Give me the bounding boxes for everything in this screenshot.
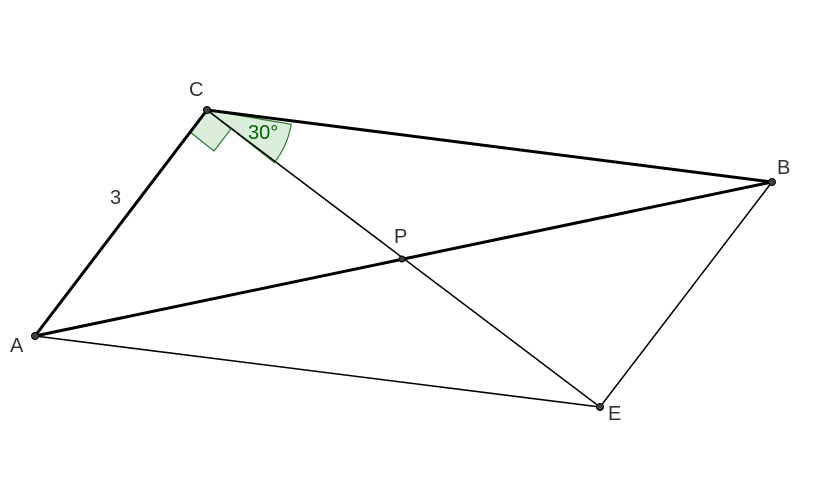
segment-ac xyxy=(33,108,209,338)
point-e xyxy=(596,403,604,411)
label-point-b: B xyxy=(777,157,790,179)
segment-be xyxy=(599,181,773,408)
angle-marker-bcp xyxy=(206,109,292,164)
label-side-ac: 3 xyxy=(110,187,121,209)
point-c xyxy=(203,106,211,114)
point-b xyxy=(768,178,776,186)
label-point-c: C xyxy=(189,79,203,101)
segment-cb xyxy=(205,108,774,184)
label-point-e: E xyxy=(608,403,621,425)
label-point-p: P xyxy=(394,226,407,248)
point-p xyxy=(398,255,406,263)
label-angle-bcp: 30° xyxy=(248,122,278,144)
point-a xyxy=(31,332,39,340)
segment-ae xyxy=(34,335,601,408)
label-point-a: A xyxy=(10,335,24,357)
